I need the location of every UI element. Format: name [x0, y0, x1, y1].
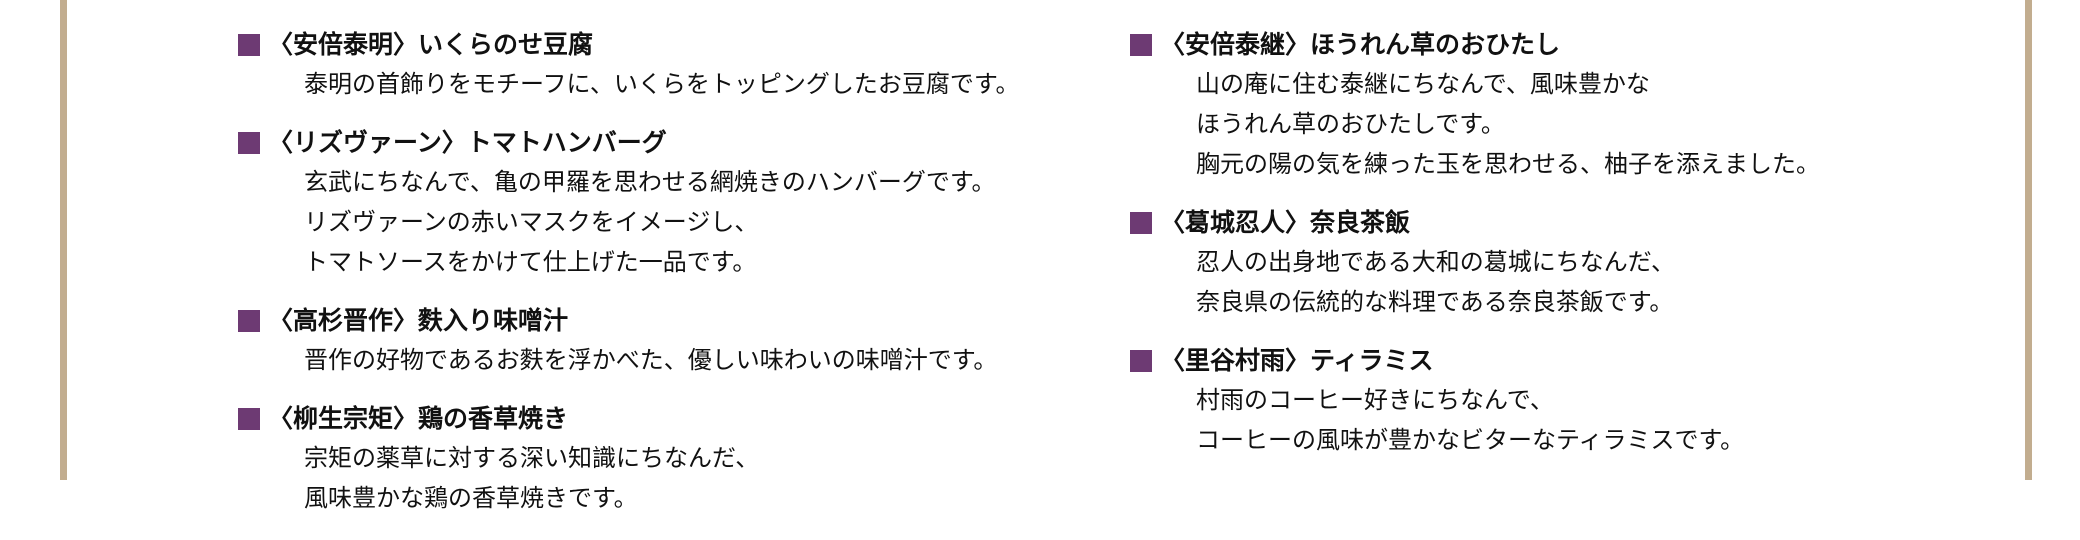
menu-item: 〈里谷村雨〉ティラミス 村雨のコーヒー好きにちなんで、 コーヒーの風味が豊かなビ… [1130, 344, 2010, 460]
square-bullet-icon [1130, 34, 1152, 56]
menu-item-title-text: 〈安倍泰明〉いくらのせ豆腐 [268, 30, 594, 59]
menu-item-title: 〈葛城忍人〉奈良茶飯 [1130, 206, 2010, 240]
description-line: 忍人の出身地である大和の葛城にちなんだ、 [1196, 248, 1676, 276]
menu-item: 〈柳生宗矩〉鶏の香草焼き 宗矩の薬草に対する深い知識にちなんだ、 風味豊かな鶏の… [238, 402, 1138, 518]
description-line: 奈良県の伝統的な料理である奈良茶飯です。 [1196, 288, 1674, 316]
description-line: 泰明の首飾りをモチーフに、いくらをトッピングしたお豆腐です。 [304, 70, 1020, 98]
square-bullet-icon [1130, 350, 1152, 372]
menu-item: 〈葛城忍人〉奈良茶飯 忍人の出身地である大和の葛城にちなんだ、 奈良県の伝統的な… [1130, 206, 2010, 322]
menu-item: 〈リズヴァーン〉トマトハンバーグ 玄武にちなんで、亀の甲羅を思わせる網焼きのハン… [238, 126, 1138, 282]
menu-item-title: 〈リズヴァーン〉トマトハンバーグ [238, 126, 1138, 160]
menu-item-title-text: 〈リズヴァーン〉トマトハンバーグ [268, 128, 667, 157]
frame-border-left [60, 0, 67, 480]
description-line: コーヒーの風味が豊かなビターなティラミスです。 [1196, 426, 1745, 454]
menu-item-description: 忍人の出身地である大和の葛城にちなんだ、 奈良県の伝統的な料理である奈良茶飯です… [1130, 242, 2010, 322]
menu-item-title-text: 〈里谷村雨〉ティラミス [1160, 346, 1434, 375]
menu-item-title-text: 〈安倍泰継〉ほうれん草のおひたし [1160, 30, 1561, 59]
menu-item-title-text: 〈高杉晋作〉麩入り味噌汁 [268, 306, 569, 335]
menu-item-title: 〈高杉晋作〉麩入り味噌汁 [238, 304, 1138, 338]
description-line: リズヴァーンの赤いマスクをイメージし、 [304, 208, 759, 236]
menu-item-description: 晋作の好物であるお麩を浮かべた、優しい味わいの味噌汁です。 [238, 340, 1138, 380]
description-line: 玄武にちなんで、亀の甲羅を思わせる網焼きのハンバーグです。 [304, 168, 996, 196]
square-bullet-icon [1130, 212, 1152, 234]
frame-border-right [2025, 0, 2032, 480]
menu-item-description: 泰明の首飾りをモチーフに、いくらをトッピングしたお豆腐です。 [238, 64, 1138, 104]
description-line: 山の庵に住む泰継にちなんで、風味豊かな [1196, 70, 1650, 98]
description-line: 晋作の好物であるお麩を浮かべた、優しい味わいの味噌汁です。 [304, 346, 998, 374]
menu-item-title-text: 〈葛城忍人〉奈良茶飯 [1160, 208, 1411, 237]
description-line: 胸元の陽の気を練った玉を思わせる、柚子を添えました。 [1196, 150, 1820, 178]
menu-item-title: 〈安倍泰明〉いくらのせ豆腐 [238, 28, 1138, 62]
menu-item-title: 〈安倍泰継〉ほうれん草のおひたし [1130, 28, 2010, 62]
description-line: トマトソースをかけて仕上げた一品です。 [304, 248, 757, 276]
menu-column-left: 〈安倍泰明〉いくらのせ豆腐 泰明の首飾りをモチーフに、いくらをトッピングしたお豆… [238, 28, 1138, 540]
description-line: 風味豊かな鶏の香草焼きです。 [304, 484, 638, 512]
square-bullet-icon [238, 34, 260, 56]
square-bullet-icon [238, 310, 260, 332]
description-line: 宗矩の薬草に対する深い知識にちなんだ、 [304, 444, 760, 472]
square-bullet-icon [238, 408, 260, 430]
menu-item: 〈高杉晋作〉麩入り味噌汁 晋作の好物であるお麩を浮かべた、優しい味わいの味噌汁で… [238, 304, 1138, 380]
menu-item-description: 宗矩の薬草に対する深い知識にちなんだ、 風味豊かな鶏の香草焼きです。 [238, 438, 1138, 518]
menu-item-description: 村雨のコーヒー好きにちなんで、 コーヒーの風味が豊かなビターなティラミスです。 [1130, 380, 2010, 460]
square-bullet-icon [238, 132, 260, 154]
description-line: ほうれん草のおひたしです。 [1196, 110, 1505, 138]
menu-item-description: 玄武にちなんで、亀の甲羅を思わせる網焼きのハンバーグです。 リズヴァーンの赤いマ… [238, 162, 1138, 282]
menu-item-title-text: 〈柳生宗矩〉鶏の香草焼き [268, 404, 569, 433]
menu-item-title: 〈柳生宗矩〉鶏の香草焼き [238, 402, 1138, 436]
menu-column-right: 〈安倍泰継〉ほうれん草のおひたし 山の庵に住む泰継にちなんで、風味豊かな ほうれ… [1130, 28, 2010, 482]
menu-item: 〈安倍泰明〉いくらのせ豆腐 泰明の首飾りをモチーフに、いくらをトッピングしたお豆… [238, 28, 1138, 104]
description-line: 村雨のコーヒー好きにちなんで、 [1196, 386, 1554, 414]
menu-item: 〈安倍泰継〉ほうれん草のおひたし 山の庵に住む泰継にちなんで、風味豊かな ほうれ… [1130, 28, 2010, 184]
menu-item-description: 山の庵に住む泰継にちなんで、風味豊かな ほうれん草のおひたしです。 胸元の陽の気… [1130, 64, 2010, 184]
menu-item-title: 〈里谷村雨〉ティラミス [1130, 344, 2010, 378]
